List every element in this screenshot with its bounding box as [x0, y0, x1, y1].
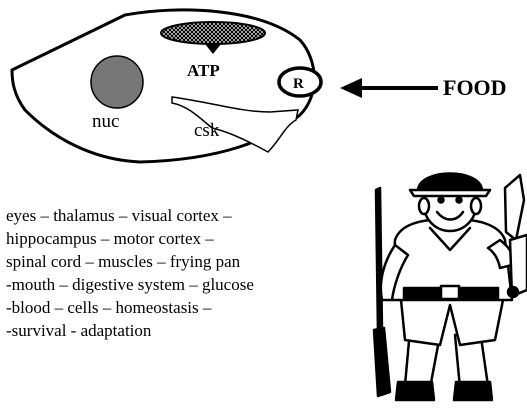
- pathway-line: hippocampus – motor cortex –: [6, 227, 358, 250]
- nucleus-label: nuc: [92, 111, 119, 132]
- cytoskeleton: [172, 97, 298, 152]
- pathway-line: -blood – cells – homeostasis –: [6, 296, 358, 319]
- hunter-illustration: [374, 174, 527, 401]
- food-label: FOOD: [443, 75, 507, 100]
- mitochondrion: [161, 22, 265, 44]
- receptor-label: R: [293, 76, 304, 92]
- pathway-line: -survival - adaptation: [6, 319, 358, 342]
- pathway-line: eyes – thalamus – visual cortex –: [6, 204, 358, 227]
- cytoskeleton-label: csk: [194, 120, 220, 141]
- pathway-line: spinal cord – muscles – frying pan: [6, 250, 358, 273]
- atp-label: ATP: [187, 61, 220, 80]
- pathway-text: eyes – thalamus – visual cortex – hippoc…: [6, 204, 358, 342]
- pathway-line: -mouth – digestive system – glucose: [6, 273, 358, 296]
- nucleus: [91, 56, 143, 108]
